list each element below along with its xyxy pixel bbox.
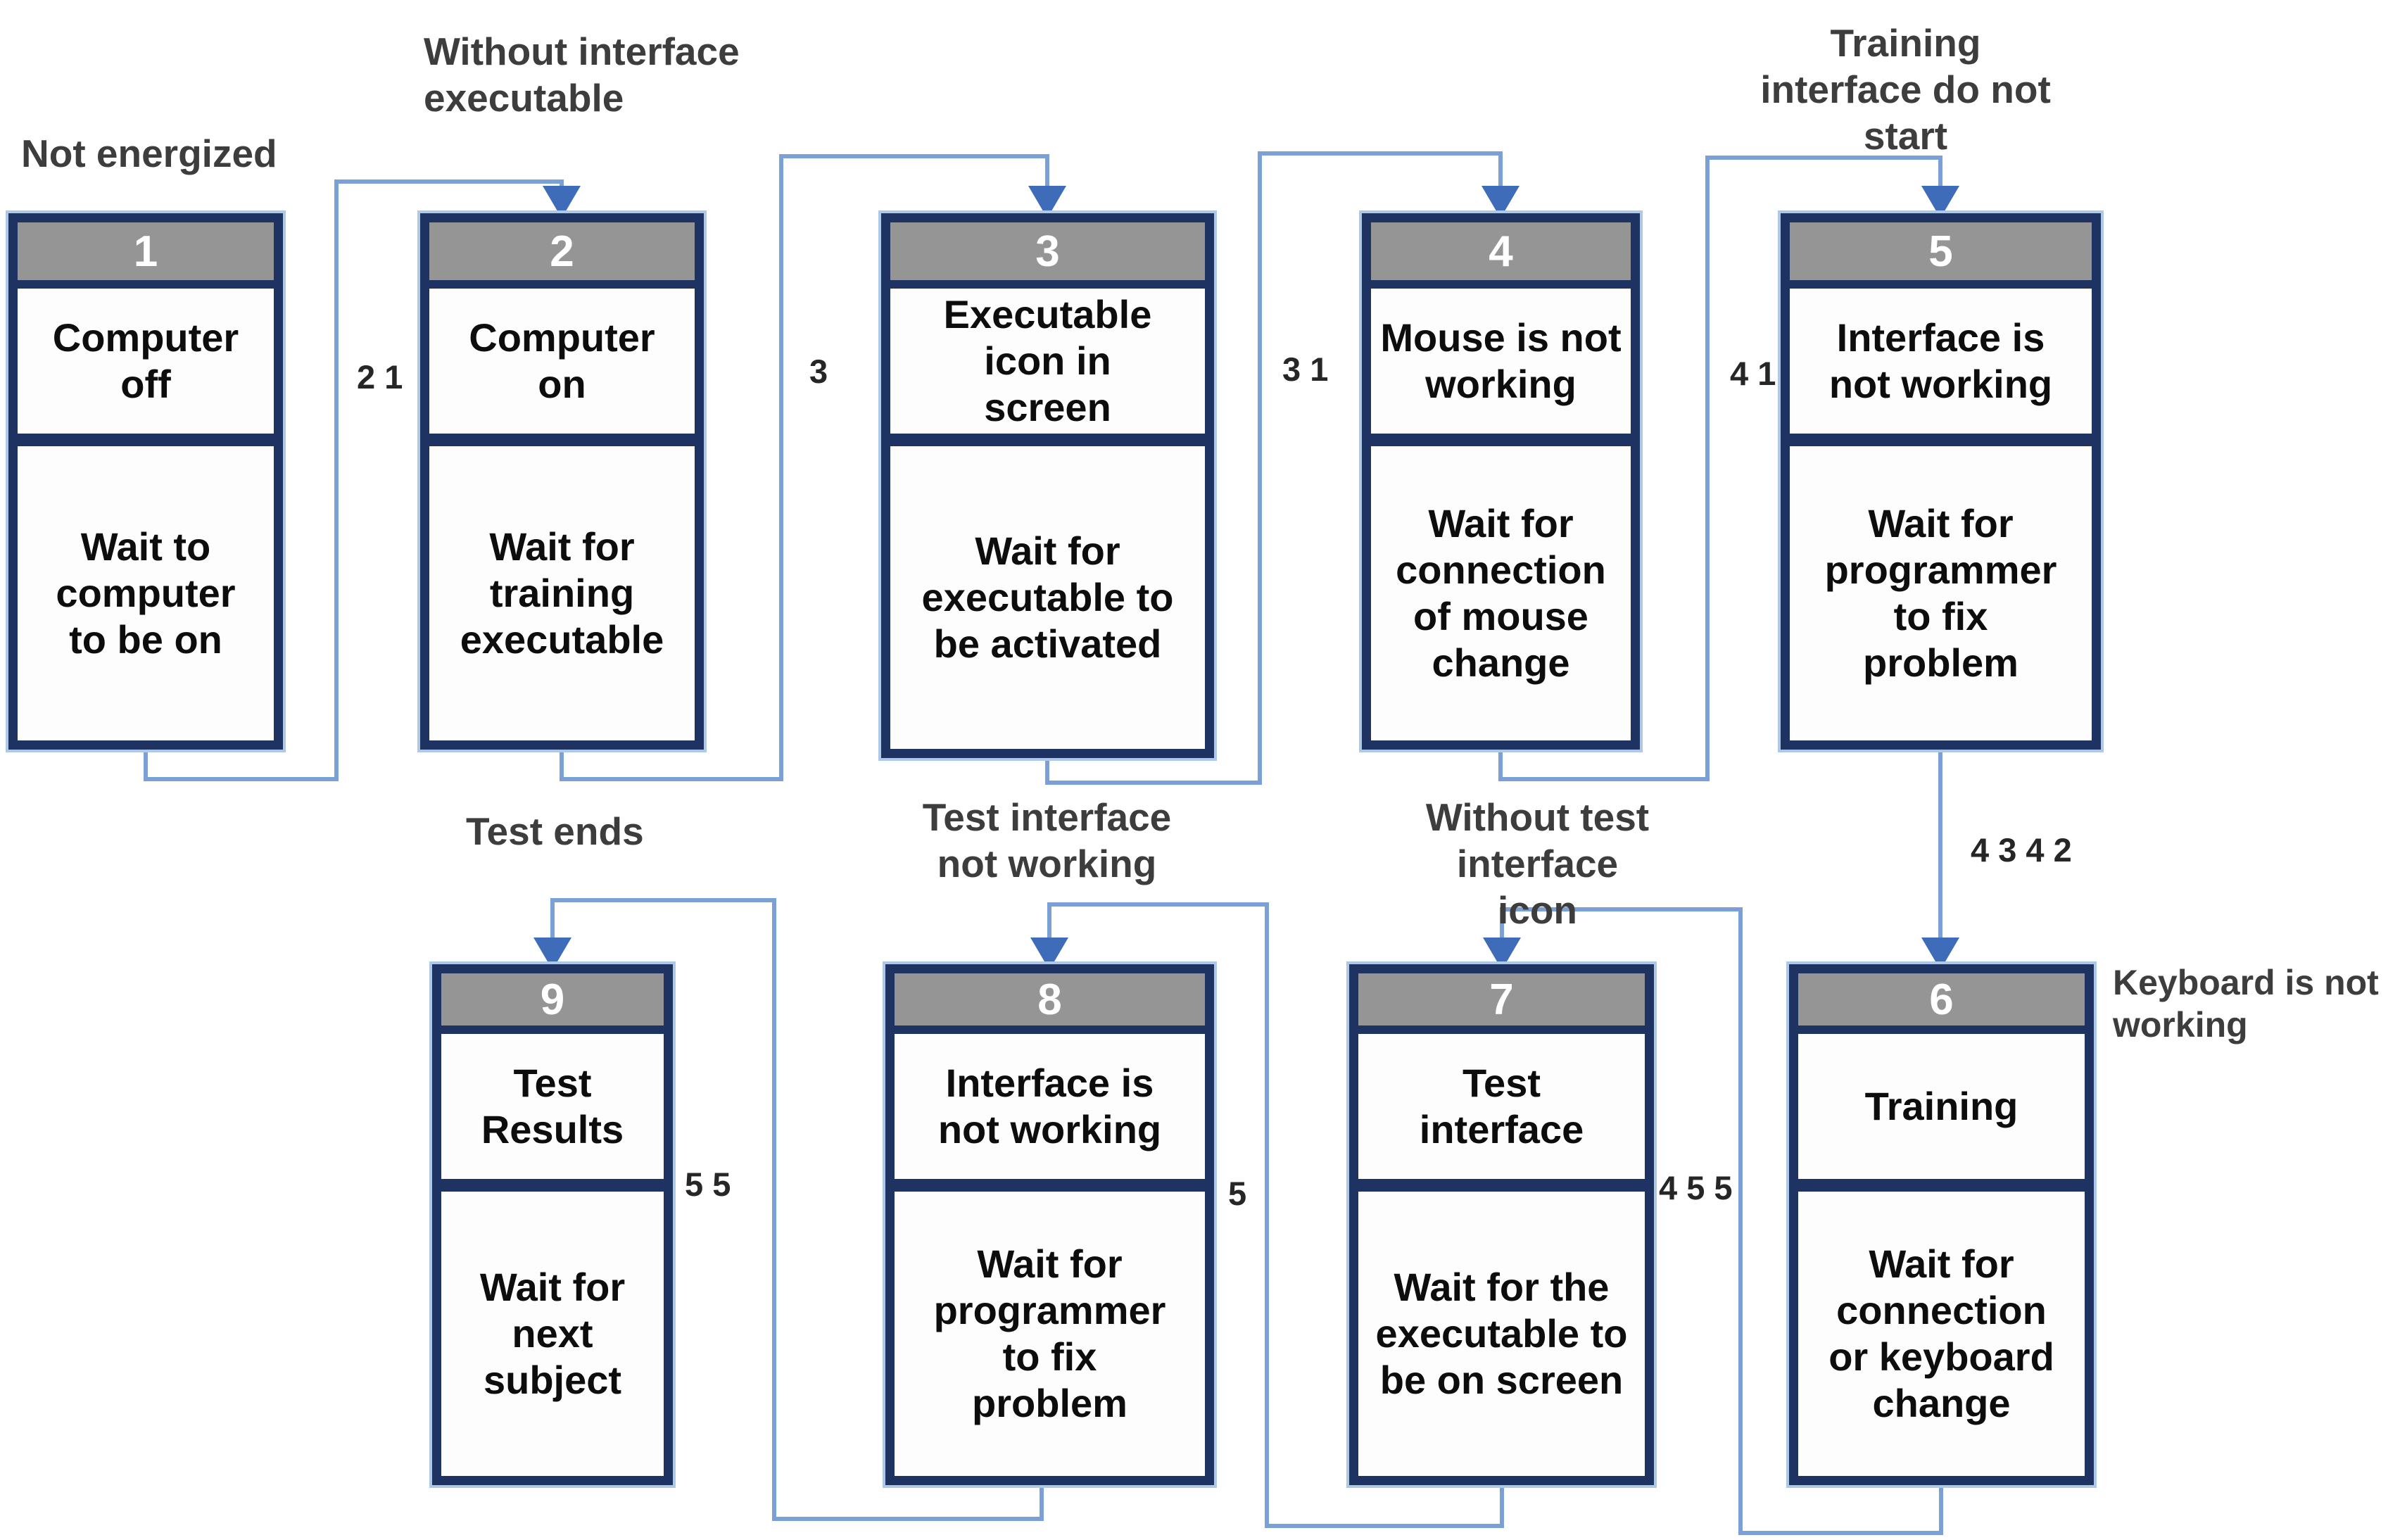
state-box-9: 9 Test Results Wait for next subject bbox=[429, 961, 676, 1488]
annotation-test-ends: Test ends bbox=[466, 809, 644, 853]
wait-action-7: Wait for the executable to be on screen bbox=[1375, 1265, 1628, 1402]
state-number-8: 8 bbox=[895, 973, 1205, 1034]
state-box-5: 5 Interface is not working Wait for prog… bbox=[1778, 210, 2104, 752]
edge-label-2-1: 2 1 bbox=[357, 358, 403, 396]
state-box-2: 2 Computer on Wait for training executab… bbox=[417, 210, 707, 752]
connector-7-8 bbox=[1030, 902, 1504, 1528]
state-box-3: 3 Executable icon in screen Wait for exe… bbox=[878, 210, 1217, 761]
state-title-7: Test interface bbox=[1358, 1034, 1645, 1192]
state-box-1: 1 Computer off Wait to computer to be on bbox=[6, 210, 286, 752]
state-number-7: 7 bbox=[1358, 973, 1645, 1034]
state-title-3: Executable icon in screen bbox=[890, 289, 1205, 446]
edge-label-5-5: 5 5 bbox=[685, 1166, 731, 1203]
annotation-without-interface-executable: Without interface executable bbox=[424, 30, 740, 120]
state-box-6: 6 Training Wait for connection or keyboa… bbox=[1786, 961, 2097, 1488]
state-title-5: Interface is not working bbox=[1790, 289, 2092, 446]
wait-action-1: Wait to computer to be on bbox=[56, 524, 236, 662]
arrowhead-into-4 bbox=[1482, 186, 1520, 218]
state-number-5: 5 bbox=[1790, 222, 2092, 289]
arrowhead-into-9 bbox=[533, 938, 571, 970]
connector-8-9 bbox=[533, 898, 1044, 1521]
state-box-8: 8 Interface is not working Wait for prog… bbox=[883, 961, 1217, 1488]
annotation-not-energized: Not energized bbox=[21, 132, 277, 175]
state-number-4: 4 bbox=[1371, 222, 1631, 289]
state-box-7: 7 Test interface Wait for the executable… bbox=[1346, 961, 1657, 1488]
connector-4-5 bbox=[1498, 156, 1959, 781]
arrowhead-into-2 bbox=[543, 186, 581, 218]
arrowhead-into-6 bbox=[1921, 938, 1959, 970]
state-title-2: Computer on bbox=[429, 289, 695, 446]
arrowhead-into-8 bbox=[1030, 938, 1068, 970]
wait-action-4: Wait for connection of mouse change bbox=[1396, 501, 1606, 685]
edge-label-3: 3 bbox=[809, 353, 828, 390]
connector-1-2 bbox=[144, 179, 581, 781]
connector-3-4 bbox=[1045, 151, 1520, 785]
edge-label-4-5-5: 4 5 5 bbox=[1659, 1169, 1733, 1206]
connector-2-3 bbox=[560, 154, 1066, 781]
arrowhead-into-3 bbox=[1028, 186, 1066, 218]
state-title-6: Training bbox=[1798, 1034, 2085, 1192]
wait-action-2: Wait for training executable bbox=[460, 524, 664, 662]
connector-6-7 bbox=[1483, 907, 1943, 1535]
connector-5-6 bbox=[1921, 750, 1959, 970]
state-number-1: 1 bbox=[18, 222, 274, 289]
state-number-2: 2 bbox=[429, 222, 695, 289]
annotation-keyboard-is-not-working: Keyboard is not working bbox=[2113, 963, 2379, 1044]
state-title-4: Mouse is not working bbox=[1371, 289, 1631, 446]
state-title-8: Interface is not working bbox=[895, 1034, 1205, 1192]
state-number-9: 9 bbox=[441, 973, 664, 1034]
wait-action-8: Wait for programmer to fix problem bbox=[933, 1242, 1166, 1425]
arrowhead-into-5 bbox=[1921, 186, 1959, 218]
state-number-6: 6 bbox=[1798, 973, 2085, 1034]
edge-label-3-1: 3 1 bbox=[1282, 351, 1329, 388]
annotation-training-interface-do-not-start: Training interface do not start bbox=[1760, 21, 2051, 158]
wait-action-9: Wait for next subject bbox=[479, 1265, 626, 1402]
arrowhead-into-7 bbox=[1483, 938, 1521, 970]
annotation-test-interface-not-working: Test interface not working bbox=[922, 795, 1172, 885]
edge-label-4-3-4-2: 4 3 4 2 bbox=[1971, 831, 2072, 869]
state-title-1: Computer off bbox=[18, 289, 274, 446]
state-title-9: Test Results bbox=[441, 1034, 664, 1192]
annotation-without-test-interface-icon: Without test interface icon bbox=[1425, 795, 1650, 932]
wait-action-6: Wait for connection or keyboard change bbox=[1828, 1242, 2054, 1425]
edge-label-5: 5 bbox=[1228, 1175, 1247, 1212]
state-number-3: 3 bbox=[890, 222, 1205, 289]
wait-action-5: Wait for programmer to fix problem bbox=[1824, 501, 2057, 685]
state-box-4: 4 Mouse is not working Wait for connecti… bbox=[1359, 210, 1643, 752]
wait-action-3: Wait for executable to be activated bbox=[921, 529, 1174, 666]
edge-label-4-1: 4 1 bbox=[1730, 355, 1776, 392]
